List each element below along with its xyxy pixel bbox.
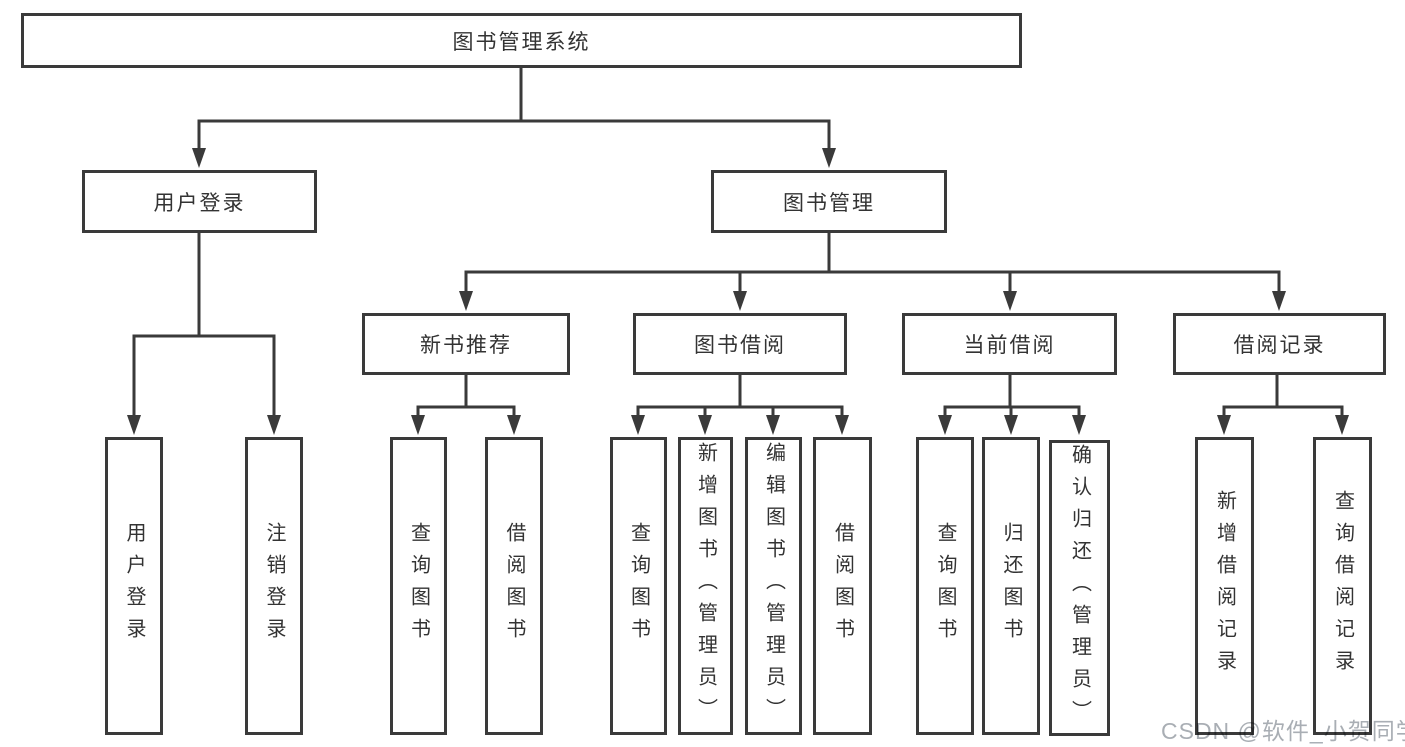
node-br-query-record-label: 查询借阅记录: [1331, 490, 1354, 682]
connector-book-mgmt-children: [459, 231, 1286, 311]
node-br-query-record: 查询借阅记录: [1313, 437, 1372, 735]
node-book-borrow: 图书借阅: [633, 313, 847, 375]
node-login-leaf: 用户登录: [105, 437, 163, 735]
node-br-add-record: 新增借阅记录: [1195, 437, 1254, 735]
node-user-login-label: 用户登录: [153, 191, 246, 215]
node-nbr-borrow-book-label: 借阅图书: [503, 522, 525, 650]
node-cb-confirm-return-admin: 确认归还（管理员）: [1049, 440, 1110, 736]
node-logout-leaf-label: 注销登录: [263, 522, 285, 650]
node-user-login: 用户登录: [82, 170, 317, 233]
node-cb-return-book: 归还图书: [982, 437, 1040, 735]
connector-user-login-children: [127, 231, 281, 435]
node-cb-query-book-label: 查询图书: [934, 522, 956, 650]
node-current-borrow-label: 当前借阅: [963, 334, 1056, 357]
node-book-management-label: 图书管理: [783, 191, 875, 215]
connector-current-borrow-children: [938, 373, 1086, 435]
node-cb-query-book: 查询图书: [916, 437, 974, 735]
node-bb-borrow-book-label: 借阅图书: [831, 522, 854, 650]
node-borrow-records-label: 借阅记录: [1233, 334, 1326, 357]
node-new-book-recommend: 新书推荐: [362, 313, 570, 375]
node-borrow-records: 借阅记录: [1173, 313, 1386, 375]
connector-root-to-level2: [192, 66, 836, 168]
watermark: CSDN @软件_小贺同学: [1161, 718, 1405, 744]
connector-book-borrow-children: [631, 373, 849, 435]
node-nbr-query-book: 查询图书: [390, 437, 447, 735]
node-root: 图书管理系统: [21, 13, 1022, 68]
node-root-label: 图书管理系统: [452, 30, 591, 54]
node-cb-return-book-label: 归还图书: [1000, 522, 1022, 650]
node-bb-edit-book-admin: 编辑图书（管理员）: [745, 437, 802, 735]
node-br-add-record-label: 新增借阅记录: [1213, 490, 1236, 682]
node-login-leaf-label: 用户登录: [123, 522, 145, 650]
node-book-management: 图书管理: [711, 170, 947, 233]
node-book-borrow-label: 图书借阅: [694, 334, 786, 357]
node-nbr-query-book-label: 查询图书: [407, 522, 430, 650]
node-bb-query-book-label: 查询图书: [627, 522, 650, 650]
node-logout-leaf: 注销登录: [245, 437, 303, 735]
node-bb-borrow-book: 借阅图书: [813, 437, 872, 735]
connector-borrow-records-children: [1217, 373, 1349, 435]
node-cb-confirm-return-admin-label: 确认归还（管理员）: [1068, 444, 1091, 732]
node-bb-edit-book-admin-label: 编辑图书（管理员）: [762, 442, 785, 730]
connector-new-book-children: [411, 373, 521, 435]
node-nbr-borrow-book: 借阅图书: [485, 437, 543, 735]
node-new-book-recommend-label: 新书推荐: [420, 334, 512, 357]
node-current-borrow: 当前借阅: [902, 313, 1117, 375]
node-bb-add-book-admin-label: 新增图书（管理员）: [694, 442, 717, 730]
node-bb-query-book: 查询图书: [610, 437, 667, 735]
node-bb-add-book-admin: 新增图书（管理员）: [678, 437, 733, 735]
